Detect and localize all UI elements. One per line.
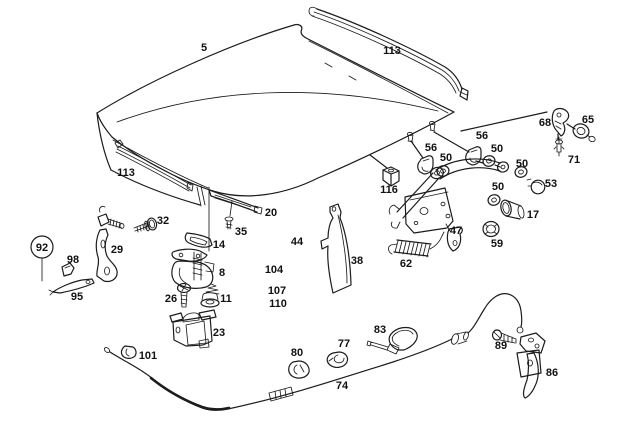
part-label-98: 98 <box>67 254 79 266</box>
safety-catch-29 <box>95 205 125 283</box>
part-label-50: 50 <box>516 158 528 170</box>
part-label-53: 53 <box>545 178 557 190</box>
part-label-113: 113 <box>383 45 401 57</box>
clip-80 <box>288 360 310 379</box>
part-label-71: 71 <box>568 154 580 166</box>
clip-101 <box>120 345 137 359</box>
rear-molding-strip <box>308 6 469 101</box>
callout-circle <box>30 235 54 259</box>
part-label-113: 113 <box>117 167 135 179</box>
clip-77 <box>326 351 349 368</box>
bracket-68 <box>551 107 570 137</box>
part-label-104: 104 <box>265 264 284 276</box>
part-label-80: 80 <box>291 347 303 359</box>
front-rod <box>208 189 263 215</box>
hook-nut-116 <box>382 166 400 187</box>
hood-latch-8 <box>171 248 215 289</box>
part-label-92: 92 <box>36 242 48 254</box>
part-label-38: 38 <box>351 255 363 267</box>
part-label-8: 8 <box>219 267 225 279</box>
gasket-frame-14 <box>184 232 213 248</box>
part-label-56: 56 <box>425 142 437 154</box>
part-label-86: 86 <box>546 367 558 379</box>
part-label-20: 20 <box>265 207 277 219</box>
cable-adjuster <box>451 331 469 345</box>
part-label-44: 44 <box>291 236 304 248</box>
clip-98 <box>61 262 75 277</box>
cable-tie-83 <box>366 326 418 355</box>
part-label-107: 107 <box>268 285 286 297</box>
part-label-32: 32 <box>157 215 169 227</box>
washer-50 <box>487 194 501 206</box>
part-label-5: 5 <box>201 42 207 54</box>
grommet-59 <box>482 220 500 238</box>
part-label-23: 23 <box>213 327 225 339</box>
part-label-95: 95 <box>71 291 83 303</box>
part-label-14: 14 <box>213 239 226 251</box>
circled-part-label-92: 92 <box>30 235 54 259</box>
spring-62 <box>388 231 445 258</box>
hinge-47 <box>388 158 510 252</box>
bolt-53 <box>526 178 546 195</box>
part-label-50: 50 <box>491 143 503 155</box>
clip-56 <box>465 146 482 166</box>
lever-95 <box>48 278 95 296</box>
bolt-32 <box>133 217 158 233</box>
screw-89 <box>491 329 517 344</box>
hood-front-molding <box>112 139 209 192</box>
part-label-50: 50 <box>440 152 452 164</box>
release-cable-74 <box>103 293 524 411</box>
part-label-29: 29 <box>111 244 123 256</box>
part-label-101: 101 <box>139 350 157 362</box>
leader-lines <box>369 111 576 169</box>
release-handle-86 <box>516 332 546 399</box>
part-labels-layer: 5 113 113 116 20 35 14 8 26 11 23 29 32 98 95 101 44 104 1… <box>30 42 594 392</box>
washer-50 <box>436 165 450 177</box>
part-label-35: 35 <box>235 226 247 238</box>
part-label-83: 83 <box>374 324 386 336</box>
cable-ferrule <box>268 386 294 402</box>
buffer-11 <box>200 283 220 308</box>
part-label-11: 11 <box>220 293 232 305</box>
part-label-59: 59 <box>491 238 503 250</box>
part-label-77: 77 <box>338 338 350 350</box>
clip-56 <box>417 155 434 175</box>
part-label-17: 17 <box>527 209 539 221</box>
bolt-17 <box>500 199 525 220</box>
bolt-26 <box>176 282 192 308</box>
part-label-47: 47 <box>450 225 462 237</box>
clip-35 <box>224 200 234 230</box>
side-panel-38 <box>320 203 352 294</box>
part-label-74: 74 <box>336 380 349 392</box>
part-label-62: 62 <box>400 258 412 270</box>
washer-50 <box>514 166 528 178</box>
part-label-65: 65 <box>582 114 594 126</box>
part-label-26: 26 <box>165 293 177 305</box>
part-label-50: 50 <box>492 181 504 193</box>
part-label-116: 116 <box>380 184 398 196</box>
part-label-56: 56 <box>476 130 488 142</box>
part-label-68: 68 <box>539 117 551 129</box>
latch-housing-23 <box>169 309 217 349</box>
part-label-89: 89 <box>495 340 507 352</box>
rivet-71 <box>553 136 565 157</box>
hood-stud <box>428 120 436 132</box>
part-label-110: 110 <box>269 298 287 310</box>
